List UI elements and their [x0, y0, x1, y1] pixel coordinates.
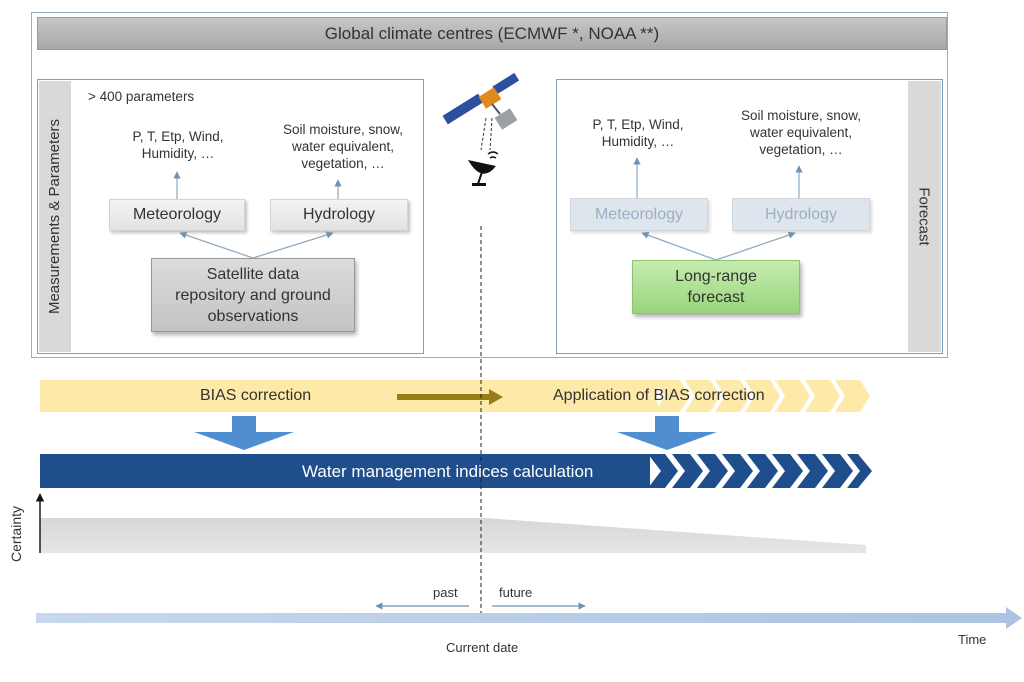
global-centres-header: Global climate centres (ECMWF *, NOAA **…: [37, 17, 947, 50]
time-axis-arrow: [36, 607, 1022, 629]
satellite-data-box: Satellite data repository and ground obs…: [151, 258, 355, 332]
measurements-side-tab: Measurements & Parameters: [39, 81, 71, 352]
satellite-data-line: Satellite data: [206, 265, 300, 283]
water-management-band: [40, 454, 650, 488]
satellite-dish-icon: [468, 151, 499, 186]
certainty-area: [40, 518, 866, 553]
satellite-data-line: repository and ground: [175, 286, 331, 304]
certainty-label: Certainty: [8, 505, 25, 563]
right-hydro-params: Soil moisture, snow, water equivalent, v…: [726, 107, 876, 158]
satellite-data-line: observations: [207, 307, 299, 325]
left-hydro-params-line: vegetation, …: [301, 156, 385, 171]
right-hydrology-label: Hydrology: [764, 205, 838, 223]
bias-application-label: Application of BIAS correction: [553, 387, 765, 404]
current-date-label: Current date: [446, 640, 519, 655]
left-hydrology-label: Hydrology: [302, 206, 376, 223]
past-label: past: [433, 585, 458, 600]
long-range-forecast-box: Long-range forecast: [632, 260, 800, 314]
forecast-line: Long-range: [675, 268, 757, 285]
params-note: > 400 parameters: [88, 89, 195, 104]
satellite-beam: [480, 117, 493, 151]
down-arrow-icon: [194, 416, 294, 450]
right-meteo-params-line: P, T, Etp, Wind,: [592, 117, 684, 132]
right-meteorology-label: Meteorology: [594, 205, 684, 223]
left-hydro-params-line: Soil moisture, snow,: [282, 122, 404, 137]
left-meteo-params-line: Humidity, …: [141, 146, 215, 161]
down-arrow-icon: [617, 416, 717, 450]
bias-chevrons: [655, 380, 870, 412]
water-management-label: Water management indices calculation: [302, 462, 594, 481]
future-label: future: [499, 585, 533, 600]
left-connectors: [173, 171, 342, 259]
right-connectors: [633, 157, 803, 261]
right-meteo-params: P, T, Etp, Wind, Humidity, …: [570, 116, 706, 150]
left-meteo-params: P, T, Etp, Wind, Humidity, …: [110, 128, 246, 162]
right-meteo-params-line: Humidity, …: [601, 134, 675, 149]
bias-transfer-arrow: [397, 389, 503, 405]
left-meteorology-label: Meteorology: [132, 206, 222, 223]
left-hydrology-box: Hydrology: [270, 199, 408, 231]
header-title: Global climate centres (ECMWF *, NOAA **…: [324, 23, 660, 43]
right-hydro-params-line: vegetation, …: [759, 142, 843, 157]
left-meteo-params-line: P, T, Etp, Wind,: [132, 129, 224, 144]
right-hydro-params-line: Soil moisture, snow,: [740, 108, 862, 123]
right-hydrology-box: Hydrology: [732, 198, 870, 231]
forecast-line: forecast: [687, 289, 745, 306]
bias-correction-label: BIAS correction: [200, 387, 312, 404]
right-meteorology-box: Meteorology: [570, 198, 708, 231]
time-label: Time: [958, 632, 987, 647]
right-hydro-params-line: water equivalent,: [749, 125, 853, 140]
forecast-side-tab: Forecast: [908, 81, 941, 352]
left-hydro-params-line: water equivalent,: [291, 139, 395, 154]
water-chevrons: [648, 454, 872, 488]
left-meteorology-box: Meteorology: [109, 199, 245, 231]
bias-application-band: [490, 380, 660, 412]
left-hydro-params: Soil moisture, snow, water equivalent, v…: [268, 121, 418, 172]
satellite-icon: [442, 72, 520, 130]
